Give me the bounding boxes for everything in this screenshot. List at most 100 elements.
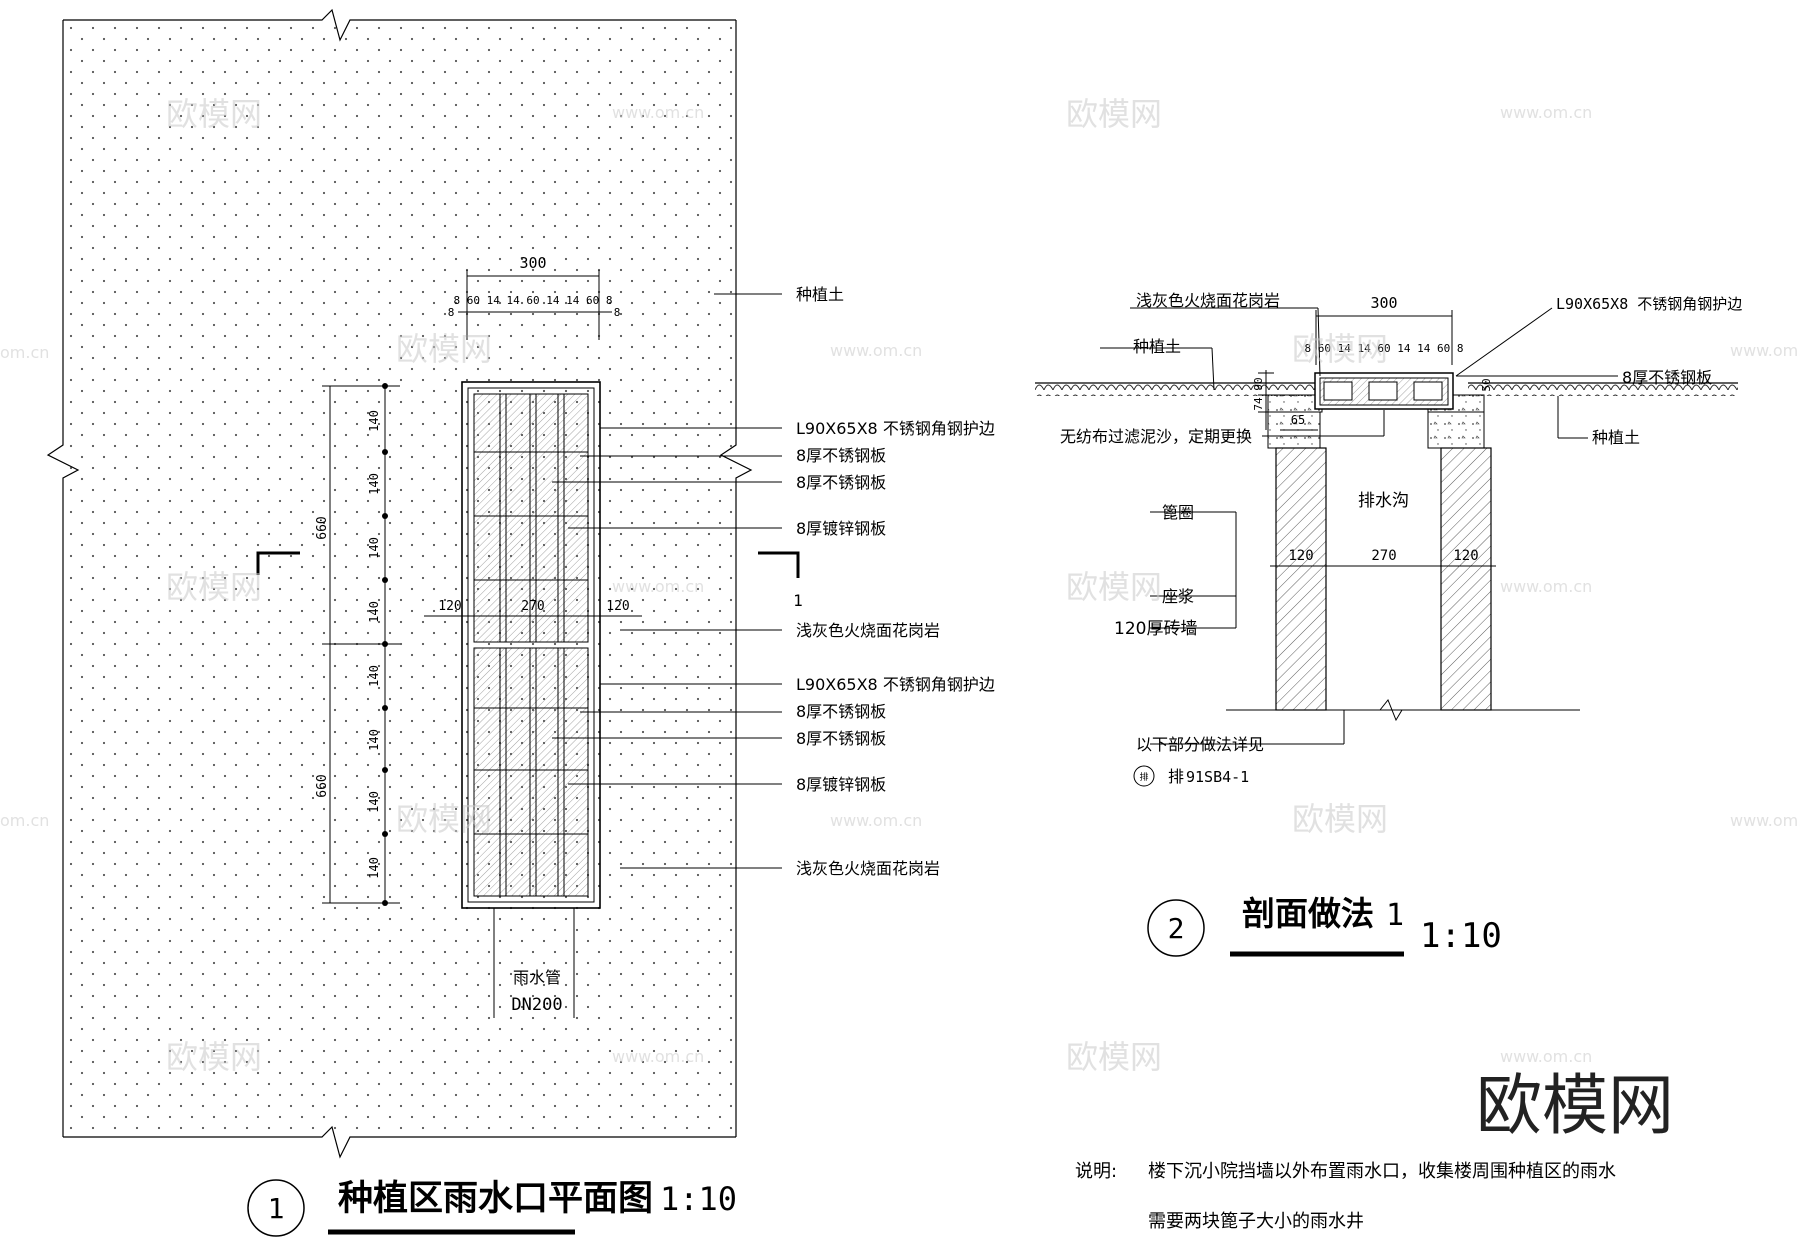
plan-dim-width-right: 120 <box>606 599 629 614</box>
watermark-url-9: www.om.cn <box>830 811 922 830</box>
plan-grate-bottom <box>473 647 589 897</box>
watermark-url-1: www.om.cn <box>612 103 704 122</box>
watermark-url-12: www.om.cn <box>1500 1047 1592 1066</box>
watermark-url-2: www.om.cn <box>1500 103 1592 122</box>
plan-dim-140-7: 140 <box>367 791 381 813</box>
watermark-url-7: www.om.cn <box>1500 577 1592 596</box>
plan-grate-top <box>473 393 589 643</box>
notes-label: 说明: <box>1075 1161 1117 1182</box>
plan-dim-140-3: 140 <box>367 537 381 559</box>
plan-dim-140-1: 140 <box>367 410 381 432</box>
plan-dim-top <box>458 270 612 340</box>
section-scale: 1:10 <box>1420 916 1502 956</box>
watermark-url-4: www.om.cn <box>830 341 922 360</box>
plan-section-number: 1 <box>793 591 803 610</box>
plan-label-plate-2a: 8厚不锈钢板 <box>796 702 886 721</box>
section-dim-74: 74 <box>1252 397 1265 411</box>
notes-line-2: 需要两块篦子大小的雨水井 <box>1148 1211 1364 1232</box>
watermarks: 欧模网 www.om.cn 欧模网 www.om.cn om.cn 欧模网 ww… <box>0 95 1800 1144</box>
watermark-brand-8: 欧模网 <box>1292 800 1388 838</box>
watermark-brand-9: 欧模网 <box>166 1038 262 1076</box>
watermark-brand-5: 欧模网 <box>166 568 262 606</box>
plan-label-angle-2: L90X65X8 不锈钢角钢护边 <box>796 675 995 694</box>
section-view: 300 8 60 14 14 60 14 14 60 8 90 74 65 50… <box>1035 291 1742 957</box>
section-label-grate: 篦圈 <box>1162 503 1194 522</box>
plan-pipe-leader <box>493 908 575 1018</box>
plan-dim-8-right: 8 <box>614 306 621 319</box>
plan-label-plate-1a: 8厚不锈钢板 <box>796 446 886 465</box>
plan-soil-border <box>46 8 753 1159</box>
plan-label-galv-2: 8厚镀锌钢板 <box>796 775 886 794</box>
section-title-suffix: 1 <box>1386 898 1404 933</box>
section-label-mortar: 座浆 <box>1162 587 1194 606</box>
section-ref-prefix: 排 <box>1168 767 1184 786</box>
section-label-filter: 无纺布过滤泥沙，定期更换 <box>1060 427 1252 446</box>
section-dim-top <box>1315 310 1453 365</box>
section-label-soil-right: 种植土 <box>1592 428 1640 447</box>
plan-label-plate-1b: 8厚不锈钢板 <box>796 473 886 492</box>
section-dim-50: 50 <box>1480 378 1493 391</box>
section-label-wall: 120厚砖墙 <box>1114 619 1197 639</box>
section-label-soil-left: 种植土 <box>1133 337 1181 356</box>
section-ref-code: 91SB4-1 <box>1186 768 1249 786</box>
plan-title: 种植区雨水口平面图 <box>338 1179 653 1219</box>
notes-line-1: 楼下沉小院挡墙以外布置雨水口，收集楼周围种植区的雨水 <box>1148 1161 1616 1182</box>
watermark-brand-4: 欧模网 <box>1292 330 1388 368</box>
notes: 说明: 楼下沉小院挡墙以外布置雨水口，收集楼周围种植区的雨水 需要两块篦子大小的… <box>1075 1161 1616 1232</box>
section-dim-90: 90 <box>1252 377 1265 390</box>
watermark-url-3: om.cn <box>0 343 49 362</box>
plan-dim-140-2: 140 <box>367 473 381 495</box>
plan-dim-660-bottom: 660 <box>315 774 330 797</box>
section-dim-left <box>1258 370 1318 431</box>
plan-dim-width-mid: 270 <box>521 599 544 614</box>
section-wall-left <box>1275 447 1327 711</box>
section-dim-bottom-mid: 270 <box>1371 548 1396 564</box>
plan-section-mark-left <box>256 551 300 575</box>
plan-label-plate-2b: 8厚不锈钢板 <box>796 729 886 748</box>
watermark-url-11: www.om.cn <box>612 1047 704 1066</box>
watermark-brand-6: 欧模网 <box>1066 568 1162 606</box>
plan-leaders <box>552 293 782 869</box>
section-leaders <box>1100 307 1618 745</box>
section-ref-circle-text: 排 <box>1139 771 1148 783</box>
plan-label-angle-1: L90X65X8 不锈钢角钢护边 <box>796 419 995 438</box>
section-dim-bottom-left: 120 <box>1288 548 1313 564</box>
plan-label-galv-1: 8厚镀锌钢板 <box>796 519 886 538</box>
plan-dim-ticks <box>382 383 388 906</box>
plan-dim-140-6: 140 <box>367 729 381 751</box>
section-dim-65: 65 <box>1291 413 1305 427</box>
section-label-granite: 浅灰色火烧面花岗岩 <box>1136 291 1280 310</box>
watermark-brand-1: 欧模网 <box>166 95 262 133</box>
watermark-url-8: om.cn <box>0 811 49 830</box>
plan-title-number: 1 <box>268 1192 285 1225</box>
section-title-number: 2 <box>1168 912 1185 945</box>
watermark-brand-3: 欧模网 <box>396 330 492 368</box>
plan-dim-140-5: 140 <box>367 665 381 687</box>
watermark-brand-7: 欧模网 <box>396 800 492 838</box>
plan-label-granite-2: 浅灰色火烧面花岗岩 <box>796 859 940 878</box>
watermark-brand-large: 欧模网 <box>1476 1067 1674 1144</box>
plan-dim-row: 8 60 14 14 60 14 14 60 8 <box>454 294 613 307</box>
watermark-url-5: www.om.cn <box>1730 341 1800 360</box>
section-label-trench: 排水沟 <box>1358 491 1409 511</box>
plan-dim-140-8: 140 <box>367 857 381 879</box>
section-label-angle: L90X65X8 不锈钢角钢护边 <box>1556 295 1742 313</box>
watermark-brand-2: 欧模网 <box>1066 95 1162 133</box>
watermark-brand-10: 欧模网 <box>1066 1038 1162 1076</box>
section-title-circle <box>1147 899 1205 957</box>
section-label-plate: 8厚不锈钢板 <box>1622 368 1712 387</box>
section-dim-row: 8 60 14 14 60 14 14 60 8 <box>1305 342 1464 355</box>
plan-label-granite-1: 浅灰色火烧面花岗岩 <box>796 621 940 640</box>
section-ref-circle <box>1133 765 1155 787</box>
section-dim-total: 300 <box>1370 294 1397 312</box>
section-title: 剖面做法 <box>1242 894 1374 933</box>
plan-dim-total: 300 <box>519 254 546 272</box>
plan-section-mark-right <box>758 551 800 578</box>
plan-title-circle <box>247 1179 305 1237</box>
plan-label-soil: 种植土 <box>796 285 844 304</box>
section-grate <box>1314 372 1454 410</box>
plan-pipe-size: DN200 <box>511 995 562 1015</box>
section-dim-bottom-right: 120 <box>1453 548 1478 564</box>
plan-dim-660-top: 660 <box>315 516 330 539</box>
